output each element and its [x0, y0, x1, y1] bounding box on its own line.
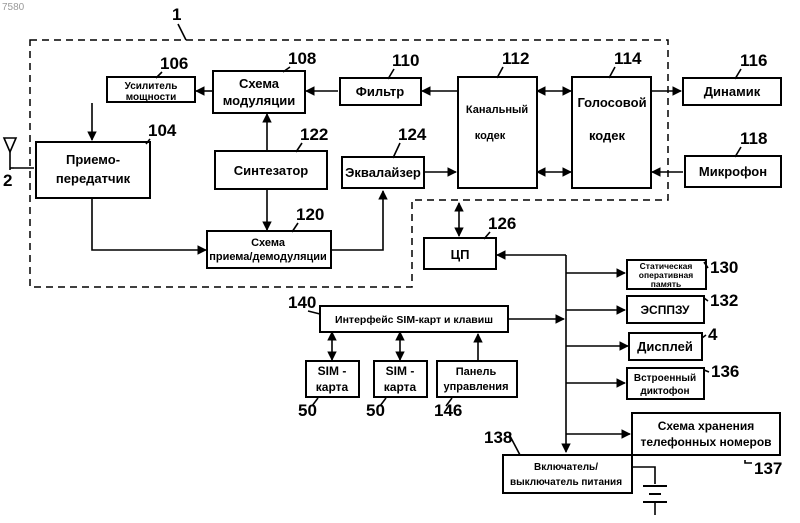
- channel-codec-ref-number: 112: [502, 49, 529, 68]
- sram-label: память: [651, 279, 682, 289]
- sram-ref-number: 130: [710, 258, 738, 277]
- equalizer-ref-number: 124: [398, 125, 427, 144]
- cpu-ref-number: 126: [488, 214, 516, 233]
- eeprom-ref-number: 132: [710, 291, 738, 310]
- recorder-label: Встроенный: [634, 373, 696, 384]
- sim-card-1-label: карта: [316, 380, 349, 394]
- channel-codec-label: кодек: [475, 130, 506, 142]
- sim-interface-label: Интерфейс SIM-карт и клавиш: [335, 314, 493, 326]
- modulation-ref-number: 108: [288, 49, 316, 68]
- sim-interface-block: Интерфейс SIM-карт и клавиш 140: [288, 293, 508, 332]
- recorder-block: Встроенный диктофон 136: [627, 362, 739, 399]
- device-label: 1: [172, 5, 181, 24]
- speaker-block: Динамик 116: [683, 51, 781, 105]
- watermark-text: 7580: [2, 2, 25, 13]
- control-panel-block: Панель управления 146: [434, 361, 517, 420]
- phonebook-ref-number: 137: [754, 459, 782, 478]
- cpu-label: ЦП: [451, 247, 470, 262]
- eeprom-label: ЭСППЗУ: [641, 303, 691, 317]
- speaker-label: Динамик: [704, 84, 761, 99]
- synthesizer-block: Синтезатор 122: [215, 125, 328, 189]
- sram-block: Статическая оперативная память 130: [627, 258, 738, 289]
- power-switch-block: Включатель/ выключатель питания 138: [484, 428, 632, 493]
- demodulation-ref-number: 120: [296, 205, 324, 224]
- power-amplifier-label: мощности: [126, 92, 176, 103]
- sim-card-2-block: SIM - карта 50: [366, 361, 427, 420]
- power-amplifier-label: Усилитель: [125, 81, 178, 92]
- phonebook-leader: [745, 460, 752, 463]
- control-panel-label: Панель: [456, 366, 497, 378]
- demodulation-block: Схема приема/демодуляции 120: [207, 205, 331, 268]
- filter-label: Фильтр: [356, 84, 405, 99]
- synthesizer-ref-number: 122: [300, 125, 328, 144]
- filter-ref-number: 110: [392, 51, 419, 70]
- power-amplifier-ref-number: 106: [160, 54, 188, 73]
- speaker-ref-number: 116: [740, 51, 767, 70]
- eeprom-block: ЭСППЗУ 132: [627, 291, 738, 323]
- microphone-ref-number: 118: [740, 129, 767, 148]
- antenna-icon: [4, 138, 16, 170]
- channel-codec-label: Канальный: [466, 104, 528, 116]
- modulation-label: Схема: [239, 76, 280, 91]
- voice-codec-ref-number: 114: [614, 49, 642, 68]
- power-switch-ref-number: 138: [484, 428, 512, 447]
- filter-block: Фильтр 110: [340, 51, 421, 105]
- recorder-label: диктофон: [640, 385, 689, 397]
- sim-card-1-label: SIM -: [318, 364, 347, 378]
- display-label: Дисплей: [637, 339, 693, 354]
- equalizer-label: Эквалайзер: [345, 165, 421, 180]
- transceiver-block: Приемо- передатчик 104: [36, 121, 177, 198]
- sim-card-1-block: SIM - карта 50: [298, 361, 359, 420]
- sim-card-2-label: карта: [384, 380, 417, 394]
- power-switch-label: выключатель питания: [510, 477, 622, 488]
- voice-codec-block: Голосовой кодек 114: [572, 49, 651, 188]
- sim-interface-ref-number: 140: [288, 293, 316, 312]
- modulation-block: Схема модуляции 108: [213, 49, 316, 113]
- device-label-leader: [178, 24, 186, 40]
- modulation-label: модуляции: [223, 93, 296, 108]
- cpu-block: ЦП 126: [424, 214, 516, 269]
- equalizer-block: Эквалайзер 124: [342, 125, 427, 188]
- phonebook-label: телефонных номеров: [640, 435, 771, 449]
- voice-codec-label: кодек: [589, 128, 626, 143]
- transceiver-label: Приемо-: [66, 152, 120, 167]
- transceiver-label: передатчик: [56, 171, 131, 186]
- demodulation-label: приема/демодуляции: [209, 251, 327, 263]
- display-block: Дисплей 4: [629, 325, 718, 360]
- control-panel-label: управления: [443, 381, 508, 393]
- phonebook-label: Схема хранения: [658, 419, 755, 433]
- power-amplifier-block: Усилитель мощности 106: [107, 54, 195, 103]
- microphone-label: Микрофон: [699, 164, 767, 179]
- demodulation-label: Схема: [251, 237, 286, 249]
- channel-codec-block: Канальный кодек 112: [458, 49, 537, 188]
- transceiver-ref-number: 104: [148, 121, 177, 140]
- display-ref-number: 4: [708, 325, 718, 344]
- antenna-ref-number: 2: [3, 171, 12, 190]
- power-switch-label: Включатель/: [534, 462, 598, 473]
- sim-card-2-label: SIM -: [386, 364, 415, 378]
- microphone-block: Микрофон 118: [685, 129, 781, 187]
- battery-icon: [643, 486, 667, 515]
- recorder-ref-number: 136: [711, 362, 739, 381]
- synthesizer-label: Синтезатор: [234, 163, 308, 178]
- voice-codec-label: Голосовой: [577, 95, 646, 110]
